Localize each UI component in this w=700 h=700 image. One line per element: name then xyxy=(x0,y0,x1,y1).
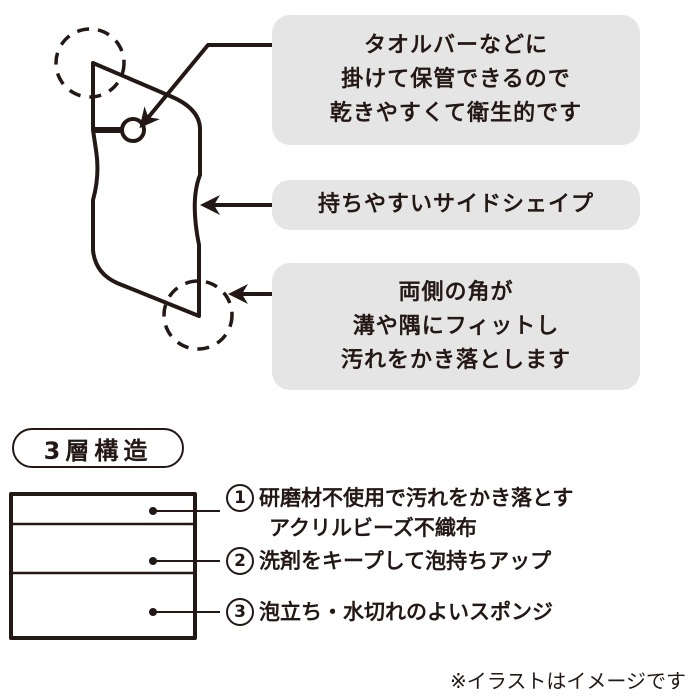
arrow-hook xyxy=(139,43,272,129)
leader-dot xyxy=(149,557,157,565)
sponge-outline xyxy=(91,61,202,318)
corner-highlight-bottom xyxy=(162,279,234,351)
callout-line: 溝や隅にフィットし xyxy=(352,313,560,339)
callout-line: 掛けて保管できるので xyxy=(341,67,571,92)
layer-line: 洗剤をキープして泡持ちアップ xyxy=(259,549,552,573)
feature-callout-corner: 両側の角が 溝や隅にフィットし 汚れをかき落とします xyxy=(272,263,640,390)
structure-title: 3層構造 xyxy=(12,428,184,468)
leader-dot xyxy=(149,608,157,616)
layer-line: アクリルビーズ不織布 xyxy=(269,516,477,540)
leader-dot xyxy=(149,507,157,515)
layer-number: 2 xyxy=(226,547,254,575)
hanging-hole xyxy=(120,117,146,143)
callout-line: タオルバーなどに xyxy=(363,33,548,58)
layer-line: 泡立ち・水切れのよいスポンジ xyxy=(259,600,553,624)
layer-line: 研磨材不使用で汚れをかき落とす xyxy=(259,486,574,510)
feature-callout-side: 持ちやすいサイドシェイプ xyxy=(272,180,640,230)
callout-line: 乾きやすくて衛生的です xyxy=(329,101,583,126)
callout-line: 汚れをかき落とします xyxy=(340,347,571,373)
callout-line: 持ちやすいサイドシェイプ xyxy=(317,192,594,217)
layer-box xyxy=(9,492,197,640)
illustration-note: ※イラストはイメージです xyxy=(450,669,686,693)
layer-number: 3 xyxy=(226,598,254,626)
callout-line: 両側の角が xyxy=(398,279,514,305)
corner-highlight-top xyxy=(54,27,126,99)
layer-number: 1 xyxy=(226,484,254,512)
feature-callout-hook: タオルバーなどに 掛けて保管できるので 乾きやすくて衛生的です xyxy=(272,15,640,145)
